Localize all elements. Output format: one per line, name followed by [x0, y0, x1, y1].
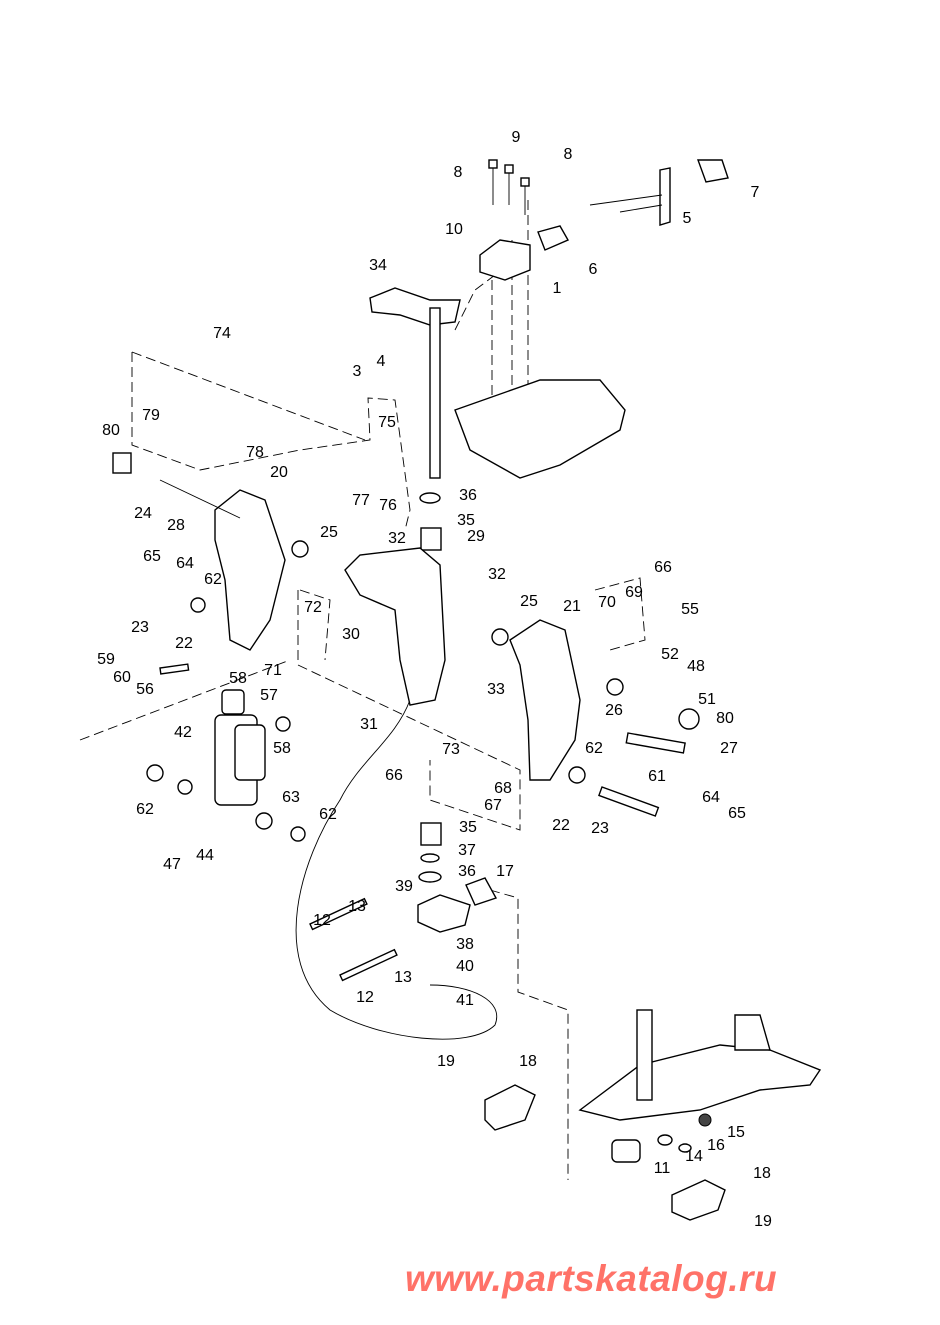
callout-24: 24	[134, 505, 152, 522]
callout-75: 75	[378, 414, 396, 431]
callout-7: 7	[751, 184, 760, 201]
callout-62: 62	[136, 801, 154, 818]
callout-23: 23	[131, 619, 149, 636]
callout-78: 78	[246, 444, 264, 461]
callout-48: 48	[687, 658, 705, 675]
callout-80: 80	[716, 710, 734, 727]
callout-62: 62	[585, 740, 603, 757]
callout-4: 4	[377, 353, 386, 370]
callout-25: 25	[320, 524, 338, 541]
callout-80: 80	[102, 422, 120, 439]
callout-25: 25	[520, 593, 538, 610]
callout-77: 77	[352, 492, 370, 509]
callout-3: 3	[353, 363, 362, 380]
callout-58: 58	[273, 740, 291, 757]
callout-60: 60	[113, 669, 131, 686]
callout-16: 16	[707, 1137, 725, 1154]
callout-71: 71	[264, 662, 282, 679]
callout-32: 32	[388, 530, 406, 547]
callout-74: 74	[213, 325, 231, 342]
callout-37: 37	[458, 842, 476, 859]
callout-56: 56	[136, 681, 154, 698]
callout-62: 62	[319, 806, 337, 823]
callout-19: 19	[437, 1053, 455, 1070]
callout-18: 18	[753, 1165, 771, 1182]
callout-31: 31	[360, 716, 378, 733]
bolt-8-right	[520, 177, 530, 215]
callout-1: 1	[553, 280, 562, 297]
callout-73: 73	[442, 741, 460, 758]
callout-9: 9	[512, 129, 521, 146]
callout-12: 12	[313, 912, 331, 929]
callout-35: 35	[459, 819, 477, 836]
callout-62: 62	[204, 571, 222, 588]
callout-59: 59	[97, 651, 115, 668]
callout-5: 5	[683, 210, 692, 227]
callout-12: 12	[356, 989, 374, 1006]
callout-32: 32	[488, 566, 506, 583]
callout-47: 47	[163, 856, 181, 873]
callout-64: 64	[176, 555, 194, 572]
callout-38: 38	[456, 936, 474, 953]
callout-65: 65	[728, 805, 746, 822]
parts	[112, 159, 822, 1221]
callout-41: 41	[456, 992, 474, 1009]
callout-68: 68	[494, 780, 512, 797]
callout-35: 35	[457, 512, 475, 529]
callout-63: 63	[282, 789, 300, 806]
callout-76: 76	[379, 497, 397, 514]
bolt-9	[504, 164, 514, 205]
callout-22: 22	[552, 817, 570, 834]
callout-52: 52	[661, 646, 679, 663]
callout-20: 20	[270, 464, 288, 481]
callout-23: 23	[591, 820, 609, 837]
callout-55: 55	[681, 601, 699, 618]
callout-8: 8	[454, 164, 463, 181]
callout-18: 18	[519, 1053, 537, 1070]
callout-14: 14	[685, 1148, 703, 1165]
callout-51: 51	[698, 691, 716, 708]
callout-28: 28	[167, 517, 185, 534]
callout-69: 69	[625, 584, 643, 601]
callout-58: 58	[229, 670, 247, 687]
callout-66: 66	[385, 767, 403, 784]
callout-61: 61	[648, 768, 666, 785]
callout-40: 40	[456, 958, 474, 975]
callout-65: 65	[143, 548, 161, 565]
callout-8: 8	[564, 146, 573, 163]
callout-27: 27	[720, 740, 738, 757]
callout-57: 57	[260, 687, 278, 704]
callout-79: 79	[142, 407, 160, 424]
bolt-8-left	[488, 159, 498, 205]
callout-42: 42	[174, 724, 192, 741]
callout-6: 6	[589, 261, 598, 278]
callout-26: 26	[605, 702, 623, 719]
callout-30: 30	[342, 626, 360, 643]
callout-13: 13	[394, 969, 412, 986]
callout-72: 72	[304, 599, 322, 616]
callout-19: 19	[754, 1213, 772, 1230]
callout-67: 67	[484, 797, 502, 814]
callout-36: 36	[458, 863, 476, 880]
callout-34: 34	[369, 257, 387, 274]
callout-15: 15	[727, 1124, 745, 1141]
callout-36: 36	[459, 487, 477, 504]
callout-64: 64	[702, 789, 720, 806]
callout-66: 66	[654, 559, 672, 576]
callout-29: 29	[467, 528, 485, 545]
callout-70: 70	[598, 594, 616, 611]
callout-11: 11	[654, 1160, 671, 1177]
callout-10: 10	[445, 221, 463, 238]
callout-13: 13	[348, 898, 366, 915]
callout-21: 21	[563, 598, 581, 615]
callout-17: 17	[496, 863, 514, 880]
callout-22: 22	[175, 635, 193, 652]
assembly-group-outlines	[79, 200, 646, 1180]
callout-44: 44	[196, 847, 214, 864]
callout-39: 39	[395, 878, 413, 895]
callout-33: 33	[487, 681, 505, 698]
watermark: www.partskatalog.ru	[405, 1258, 778, 1299]
